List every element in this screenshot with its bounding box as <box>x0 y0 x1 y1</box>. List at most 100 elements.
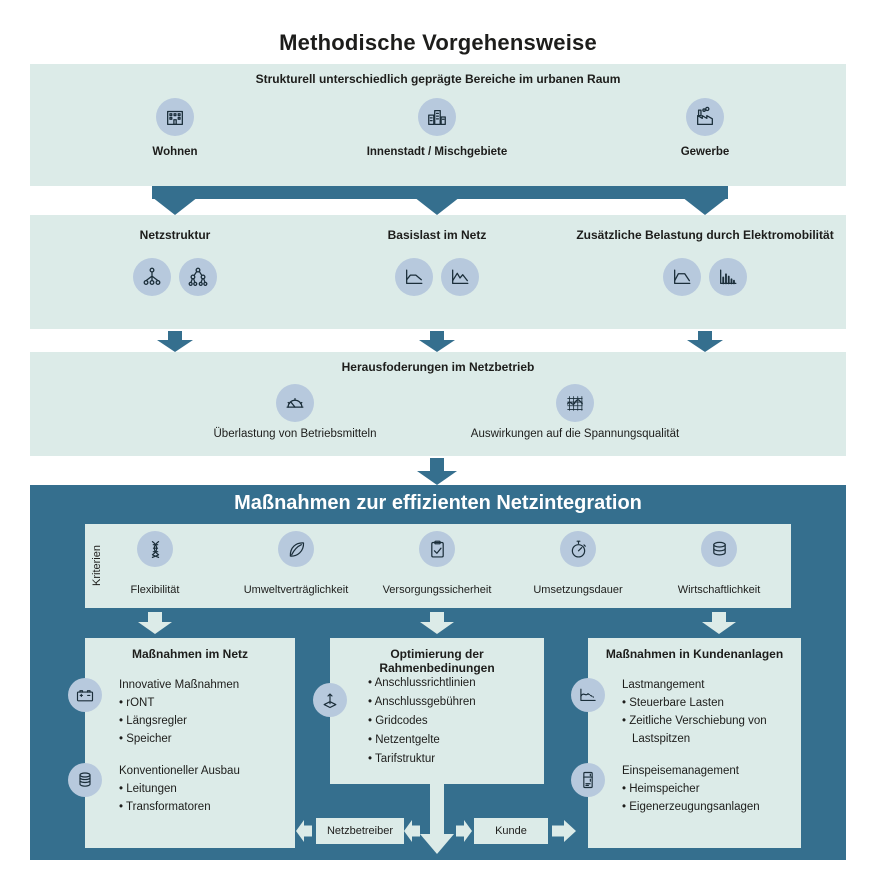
grid-measures-box: Maßnahmen im Netz Innovative Maßnahmen r… <box>85 638 295 848</box>
customer-measures-box: Maßnahmen in Kundenanlagen Lastmangement… <box>588 638 801 848</box>
battery-icon <box>76 690 94 702</box>
challenges-band: Herausfoderungen im Netzbetrieb <box>30 352 846 456</box>
down-arrow-light <box>138 612 172 634</box>
network-branch-icon <box>188 267 208 286</box>
coins-icon <box>701 531 737 567</box>
battery-icon <box>68 678 102 712</box>
framework-list: Anschlussrichtlinien Anschlussgebühren G… <box>368 674 540 769</box>
list-item: Leitungen <box>119 780 291 798</box>
right-arrow <box>456 820 472 842</box>
network-tree-icon <box>133 258 171 296</box>
down-arrow-light <box>702 612 736 634</box>
grid-measures-group-conventional: Konventioneller Ausbau Leitungen Transfo… <box>119 762 291 816</box>
factor-column-label: Netzstruktur <box>139 228 211 242</box>
criterion-label: Umsetzungsdauer <box>533 584 623 596</box>
challenges-header: Herausfoderungen im Netzbetrieb <box>341 360 535 374</box>
criterion-label: Umweltverträglichkeit <box>243 584 349 596</box>
home-storage-icon <box>571 763 605 797</box>
dna-icon <box>151 540 159 558</box>
list-item: Eigenerzeugungsanlagen <box>622 798 796 816</box>
residential-buildings-icon <box>156 98 194 136</box>
city-center-icon <box>418 98 456 136</box>
list-item: Gridcodes <box>368 712 540 731</box>
axes-icon <box>313 683 347 717</box>
factor-column-label: Zusätzliche Belastung durch Elektromobil… <box>576 228 834 242</box>
urban-areas-header: Strukturell unterschiedlich geprägte Ber… <box>255 72 621 86</box>
criterion-label: Flexibilität <box>130 584 180 596</box>
peak-load-curve-icon <box>441 258 479 296</box>
stopwatch-icon <box>560 531 596 567</box>
city-center-icon <box>428 109 446 125</box>
group-heading: Konventioneller Ausbau <box>119 765 240 777</box>
down-arrow-light <box>420 612 454 634</box>
leaf-icon <box>278 531 314 567</box>
list-item: Tarifstruktur <box>368 750 540 769</box>
flat-load-curve-icon <box>395 258 433 296</box>
framework-box: Optimierung der Rahmenbedinungen Anschlu… <box>330 638 544 784</box>
criterion-label: Wirtschaftlichkeit <box>677 584 761 596</box>
customer-measures-title: Maßnahmen in Kundenanlagen <box>605 647 784 661</box>
factory-icon <box>686 98 724 136</box>
down-arrow <box>157 331 193 352</box>
actor-netzbetreiber: Netzbetreiber <box>316 818 404 844</box>
ev-load-curve-icon <box>674 269 691 285</box>
factor-column-label: Basislast im Netz <box>387 228 487 242</box>
gauge-icon <box>286 397 304 408</box>
criterion-label: Versorgungssicherheit <box>382 584 492 596</box>
split-arrow-connector <box>152 186 728 215</box>
network-branch-icon <box>179 258 217 296</box>
flat-load-curve-icon <box>406 269 423 285</box>
transformer-icon <box>68 763 102 797</box>
factory-icon <box>697 106 713 125</box>
list-item: Transformatoren <box>119 798 291 816</box>
customer-group-feedin: Einspeisemanagement Heimspeicher Eigener… <box>622 762 796 816</box>
grid-measures-group-innovative: Innovative Maßnahmen rONT Längsregler Sp… <box>119 676 291 748</box>
left-arrow <box>296 820 312 842</box>
list-item: Steuerbare Lasten <box>622 694 796 712</box>
urban-area-label: Gewerbe <box>680 146 730 158</box>
network-tree-icon <box>143 267 161 285</box>
list-item: Längsregler <box>119 712 291 730</box>
group-heading: Lastmangement <box>622 679 705 691</box>
down-arrow <box>419 331 455 352</box>
right-arrow <box>552 820 576 842</box>
dna-icon <box>137 531 173 567</box>
axes-icon <box>323 693 337 709</box>
voltage-quality-icon <box>567 396 583 411</box>
actor-kunde: Kunde <box>474 818 548 844</box>
down-arrow <box>417 458 457 485</box>
list-item: Anschlussrichtlinien <box>368 674 540 693</box>
residential-buildings-icon <box>167 110 183 125</box>
ev-load-curve-icon <box>663 258 701 296</box>
group-heading: Einspeisemanagement <box>622 765 739 777</box>
grid-measures-title: Maßnahmen im Netz <box>131 647 248 661</box>
load-management-icon <box>580 688 596 701</box>
voltage-quality-icon <box>556 384 594 422</box>
urban-area-label: Innenstadt / Mischgebiete <box>366 146 508 158</box>
down-arrow-light <box>420 784 454 854</box>
list-item: Netzentgelte <box>368 731 540 750</box>
page-title: Methodische Vorgehensweise <box>279 30 597 55</box>
list-item: rONT <box>119 694 291 712</box>
down-arrow <box>687 331 723 352</box>
clipboard-check-icon <box>430 540 444 558</box>
stopwatch-icon <box>571 540 586 558</box>
measures-title: Maßnahmen zur effizienten Netzintegratio… <box>234 492 642 514</box>
framework-title: Optimierung der Rahmenbedinungen <box>379 647 495 675</box>
clipboard-check-icon <box>419 531 455 567</box>
load-management-icon <box>571 678 605 712</box>
group-heading: Innovative Maßnahmen <box>119 679 240 691</box>
list-item: Speicher <box>119 730 291 748</box>
urban-area-label: Wohnen <box>152 146 198 158</box>
challenge-label: Überlastung von Betriebsmitteln <box>213 428 377 440</box>
home-storage-icon <box>583 771 593 789</box>
load-histogram-icon <box>720 269 737 285</box>
left-arrow <box>404 820 420 842</box>
peak-load-curve-icon <box>452 269 469 285</box>
leaf-icon <box>289 541 304 557</box>
list-item: Heimspeicher <box>622 780 796 798</box>
load-histogram-icon <box>709 258 747 296</box>
list-item: Anschlussgebühren <box>368 693 540 712</box>
list-item: Zeitliche Verschiebung von Lastspitzen <box>622 712 796 748</box>
